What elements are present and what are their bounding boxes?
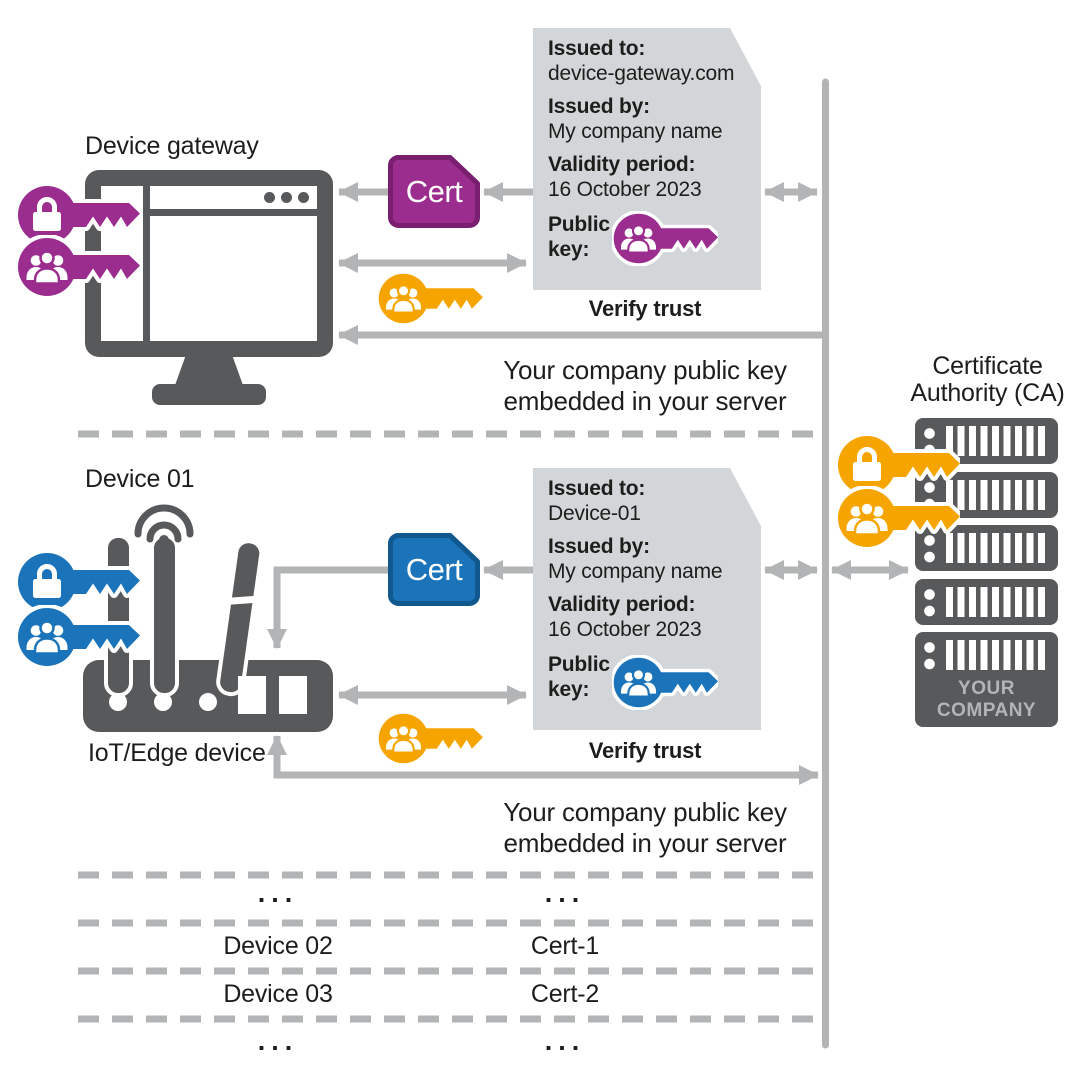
people-key-icon bbox=[612, 655, 718, 710]
ca-title: Certificate Authority (CA) bbox=[900, 353, 1075, 407]
verify-trust-label-bottom: Verify trust bbox=[588, 738, 702, 763]
public-key-label: Public key: bbox=[548, 653, 610, 701]
table-cell-device: ... bbox=[257, 878, 299, 908]
people-key-icon bbox=[377, 711, 483, 766]
server-unit bbox=[915, 578, 1058, 625]
antenna-icon bbox=[104, 534, 133, 697]
public-key-note-bottom: Your company public key embedded in your… bbox=[484, 797, 806, 859]
public-key-label: Public key: bbox=[548, 213, 610, 261]
device-gateway-label: Device gateway bbox=[85, 132, 259, 160]
note-line-1: Your company public key bbox=[503, 797, 787, 827]
table-cell-cert: Cert-1 bbox=[530, 932, 600, 960]
router-led-icon bbox=[199, 693, 217, 711]
cert-card-label: Cert bbox=[405, 173, 463, 209]
issued-to-label: Issued to: bbox=[548, 37, 646, 60]
router-led-icon bbox=[154, 693, 172, 711]
note-line-2: embedded in your server bbox=[503, 828, 787, 858]
issued-by-value: My company name bbox=[548, 560, 723, 583]
ca-title-line1: Certificate bbox=[932, 352, 1043, 380]
people-key-icon bbox=[377, 271, 483, 326]
wifi-icon bbox=[134, 504, 194, 544]
validity-value: 16 October 2023 bbox=[548, 178, 702, 201]
table-cell-cert: ... bbox=[544, 878, 586, 908]
server-unit bbox=[915, 418, 1058, 464]
public-key-note-top: Your company public key embedded in your… bbox=[484, 355, 806, 417]
router-led-icon bbox=[109, 693, 127, 711]
certificate-card-icon: Cert bbox=[388, 155, 480, 228]
note-line-1: Your company public key bbox=[503, 355, 787, 385]
people-key-icon bbox=[836, 486, 960, 550]
certificate-details-box-device: Issued to: Device-01 Issued by: My compa… bbox=[533, 468, 761, 730]
verify-trust-label-top: Verify trust bbox=[588, 296, 702, 321]
window-dot-icon bbox=[298, 192, 309, 203]
cert-card-label: Cert bbox=[405, 551, 463, 587]
issued-to-value: Device-01 bbox=[548, 502, 641, 525]
issued-by-label: Issued by: bbox=[548, 535, 650, 558]
antenna-icon bbox=[150, 534, 179, 697]
iot-edge-device-label: IoT/Edge device bbox=[88, 739, 266, 767]
server-unit bbox=[915, 471, 1058, 518]
note-line-2: embedded in your server bbox=[503, 386, 787, 416]
browser-window-edge bbox=[143, 186, 150, 341]
certificate-details-box-gateway: Issued to: device-gateway.com Issued by:… bbox=[533, 28, 761, 290]
table-cell-device: ... bbox=[257, 1026, 299, 1056]
issued-by-value: My company name bbox=[548, 120, 723, 143]
router-port-icon bbox=[279, 676, 307, 714]
browser-titlebar-divider bbox=[150, 209, 317, 216]
monitor-base bbox=[152, 384, 266, 405]
your-company-label: YOUR COMPANY bbox=[915, 678, 1058, 722]
people-key-icon bbox=[16, 605, 140, 669]
your-company-line1: YOUR bbox=[958, 678, 1015, 699]
table-cell-cert: ... bbox=[544, 1026, 586, 1056]
server-unit-your-company: YOUR COMPANY bbox=[915, 632, 1058, 727]
window-dot-icon bbox=[264, 192, 275, 203]
people-key-icon bbox=[16, 235, 140, 299]
server-unit bbox=[915, 525, 1058, 571]
issued-by-label: Issued by: bbox=[548, 95, 650, 118]
window-dot-icon bbox=[281, 192, 292, 203]
certificate-card-icon: Cert bbox=[388, 533, 480, 606]
antenna-joint bbox=[226, 595, 258, 605]
issued-to-label: Issued to: bbox=[548, 477, 646, 500]
people-key-icon bbox=[612, 211, 718, 266]
issued-to-value: device-gateway.com bbox=[548, 62, 735, 85]
arrow-cert-to-device bbox=[267, 566, 388, 649]
monitor-stand bbox=[174, 355, 244, 388]
validity-label: Validity period: bbox=[548, 593, 696, 616]
table-cell-device: Device 03 bbox=[223, 980, 333, 1008]
validity-label: Validity period: bbox=[548, 153, 696, 176]
your-company-line2: COMPANY bbox=[936, 700, 1037, 721]
table-cell-device: Device 02 bbox=[223, 932, 333, 960]
ca-title-line2: Authority (CA) bbox=[910, 379, 1065, 407]
table-cell-cert: Cert-2 bbox=[530, 980, 600, 1008]
device-01-label: Device 01 bbox=[85, 465, 195, 493]
router-port-icon bbox=[238, 676, 266, 714]
validity-value: 16 October 2023 bbox=[548, 618, 702, 641]
